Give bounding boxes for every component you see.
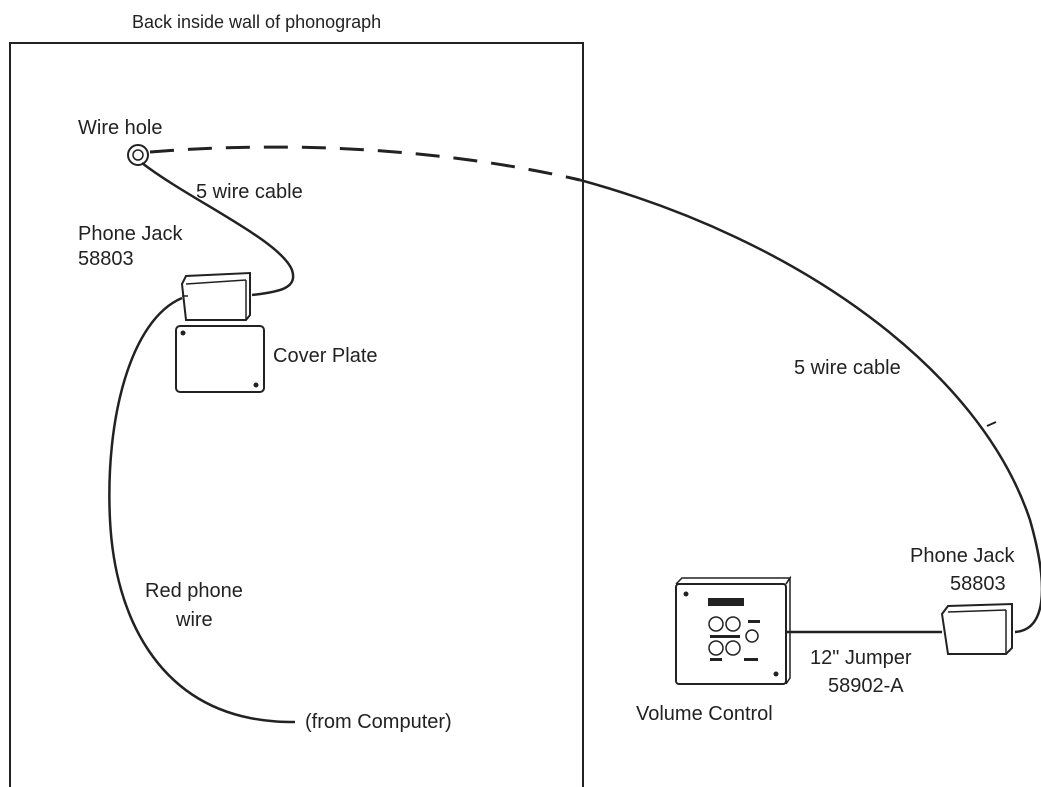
wall-title: Back inside wall of phonograph	[132, 12, 381, 32]
left-phone-jack-part: 58803	[78, 248, 134, 270]
wire-hole-label: Wire hole	[78, 117, 162, 139]
volume-knobs	[708, 616, 760, 661]
cover-plate-label: Cover Plate	[273, 345, 378, 367]
volume-control-label: Volume Control	[636, 703, 773, 725]
outside-cable-label: 5 wire cable	[794, 357, 901, 379]
right-phone-jack	[940, 602, 1013, 655]
jumper-label-line1: 12" Jumper	[810, 647, 912, 669]
red-wire-label-line1: Red phone	[145, 580, 243, 602]
left-phone-jack-label: Phone Jack	[78, 223, 184, 245]
right-phone-jack-label: Phone Jack	[910, 545, 1016, 567]
volume-control	[675, 575, 792, 685]
cable-tick	[986, 421, 997, 427]
cable-through-wall	[149, 145, 581, 182]
inside-cable-label: 5 wire cable	[196, 181, 303, 203]
red-wire-label-line2: wire	[175, 609, 213, 631]
jumper-label-line2: 58902-A	[828, 675, 904, 697]
red-phone-wire	[108, 296, 296, 724]
inside-cable	[141, 162, 295, 297]
brand-plate	[708, 598, 744, 606]
phonograph-wall	[9, 42, 584, 787]
left-phone-jack	[180, 271, 251, 321]
wire-hole	[127, 144, 149, 166]
right-phone-jack-part: 58803	[950, 573, 1006, 595]
cover-plate	[175, 325, 265, 393]
from-computer-label: (from Computer)	[305, 711, 452, 733]
